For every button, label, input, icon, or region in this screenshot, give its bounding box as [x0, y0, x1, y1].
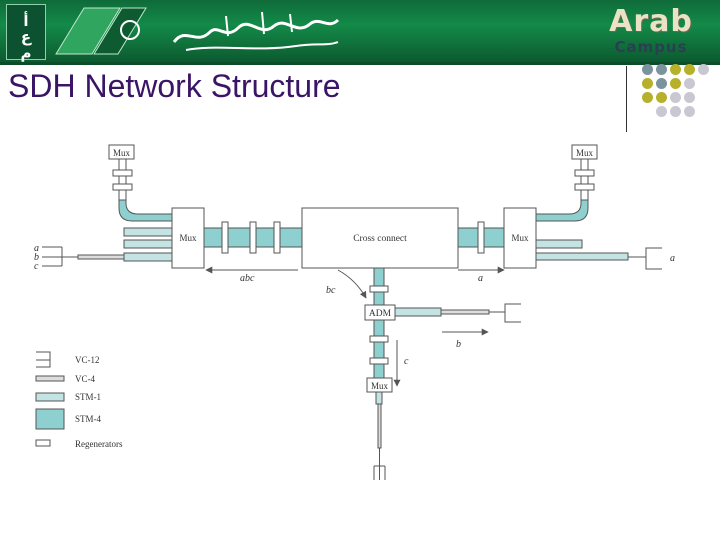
logo-letter-1: ﺃ — [23, 12, 29, 30]
flow-abc: abc — [205, 266, 298, 284]
stm4-link-left — [203, 221, 303, 254]
legend-label: VC-12 — [75, 355, 100, 365]
regenerator — [574, 169, 595, 177]
mux-bottom-label: Mux — [371, 381, 389, 391]
input-label-b: b — [34, 252, 39, 263]
dot — [684, 106, 695, 117]
flow-c: c — [393, 340, 409, 387]
regenerator — [369, 357, 389, 365]
legend-item-vc12: VC-12 — [36, 351, 100, 368]
flow-label-bc: bc — [326, 285, 336, 296]
regenerator — [477, 221, 485, 254]
mux-right-label: Mux — [511, 233, 529, 243]
legend-label: Regenerators — [75, 439, 123, 449]
flow-b: b — [442, 328, 489, 350]
input-label-c: c — [34, 261, 39, 272]
mux-top-right: Mux — [571, 144, 598, 160]
brand-campus: Campus — [614, 38, 688, 56]
cross-connect: Cross connect — [301, 207, 459, 269]
link-top-right — [531, 159, 595, 222]
dot — [670, 78, 681, 89]
flow-label-b: b — [456, 339, 461, 350]
regenerator — [369, 335, 389, 343]
dot — [670, 92, 681, 103]
dot — [684, 64, 695, 75]
regenerator — [369, 285, 389, 293]
mux-top-right-label: Mux — [576, 148, 594, 158]
dot — [656, 64, 667, 75]
legend-item-vc4: VC-4 — [35, 374, 95, 384]
link-adm-to-mux — [369, 319, 389, 379]
regenerator — [249, 221, 257, 254]
dot — [670, 106, 681, 117]
dot — [684, 78, 695, 89]
left-inputs: a b c — [34, 243, 125, 272]
dot — [656, 78, 667, 89]
legend: VC-12 VC-4 STM-1 STM-4 Regenerators — [35, 351, 123, 449]
cross-connect-label: Cross connect — [353, 234, 407, 244]
flow-label-abc: abc — [240, 273, 255, 284]
flow-bc: bc — [326, 269, 367, 299]
mux-top-left: Mux — [108, 144, 135, 160]
legend-item-stm1: STM-1 — [35, 392, 101, 402]
regenerator — [112, 169, 133, 177]
logo-letter-2: ﻉ — [20, 28, 32, 46]
university-logo: ﺃ ﻉ ﻡ — [6, 4, 46, 62]
stm1-links-right — [535, 239, 629, 261]
link-cross-to-adm — [369, 267, 389, 306]
logo-letter-3: ﻡ — [20, 44, 32, 62]
flow-label-c: c — [404, 356, 409, 367]
legend-item-regenerators: Regenerators — [35, 439, 123, 449]
flow-a: a — [458, 266, 505, 284]
mux-right: Mux — [503, 207, 537, 269]
mux-bottom: Mux — [366, 377, 393, 393]
mux-top-left-label: Mux — [113, 148, 131, 158]
legend-item-stm4: STM-4 — [35, 408, 102, 430]
regenerator — [574, 183, 595, 191]
legend-label: VC-4 — [75, 374, 95, 384]
decorative-rule — [626, 66, 627, 132]
link-top-left — [112, 159, 173, 222]
adm-label: ADM — [369, 309, 392, 319]
stm1-links-left — [123, 227, 173, 262]
input-label-a: a — [34, 243, 39, 254]
brand-arab: Arab — [609, 4, 693, 39]
flow-label-a: a — [478, 273, 483, 284]
stm4-link-right — [457, 221, 505, 254]
dot — [684, 92, 695, 103]
regenerator — [112, 183, 133, 191]
dot — [656, 92, 667, 103]
logo-emblem — [55, 7, 147, 55]
page-title: SDH Network Structure — [8, 68, 341, 104]
dot — [642, 78, 653, 89]
dot — [642, 64, 653, 75]
dot — [698, 64, 709, 75]
mux-left: Mux — [171, 207, 205, 269]
adm: ADM — [364, 304, 396, 321]
dot — [642, 92, 653, 103]
legend-label: STM-4 — [75, 414, 102, 424]
output-label-a: a — [670, 253, 675, 264]
regenerator — [273, 221, 281, 254]
regenerator — [221, 221, 229, 254]
mux-left-label: Mux — [179, 233, 197, 243]
dot — [656, 106, 667, 117]
header-divider — [0, 62, 720, 65]
link-bottom-out — [373, 391, 386, 480]
adm-drop — [394, 303, 521, 323]
legend-label: STM-1 — [75, 392, 101, 402]
calligraphy-emblem — [172, 11, 340, 51]
right-output: a — [628, 247, 675, 270]
dot — [670, 64, 681, 75]
